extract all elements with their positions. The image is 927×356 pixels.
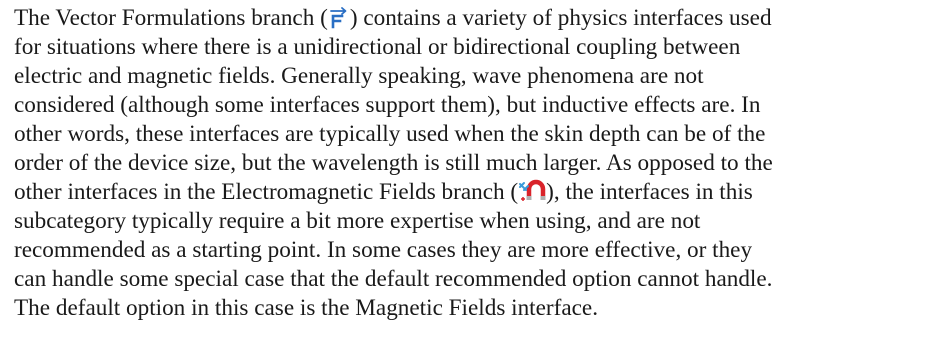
text-line-3: electric and magnetic fields. Generally …: [14, 63, 704, 89]
text-line-5: other words, these interfaces are typica…: [14, 121, 766, 147]
magnet-icon: [518, 179, 546, 203]
text-line-10: can handle some special case that the de…: [14, 266, 773, 292]
text-line-11: The default option in this case is the M…: [14, 295, 599, 321]
text-line-1: The Vector Formulations branch () contai…: [14, 5, 772, 31]
text-line-6: order of the device size, but the wavele…: [14, 150, 773, 176]
text-line-4: considered (although some interfaces sup…: [14, 92, 761, 118]
text-line-9: recommended as a starting point. In some…: [14, 237, 753, 263]
vector-field-icon: [328, 5, 350, 29]
text-line-8: subcategory typically require a bit more…: [14, 208, 701, 234]
text-line-7: other interfaces in the Electromagnetic …: [14, 179, 753, 205]
text-line-2: for situations where there is a unidirec…: [14, 34, 741, 60]
body-paragraph: The Vector Formulations branch () contai…: [14, 4, 913, 323]
